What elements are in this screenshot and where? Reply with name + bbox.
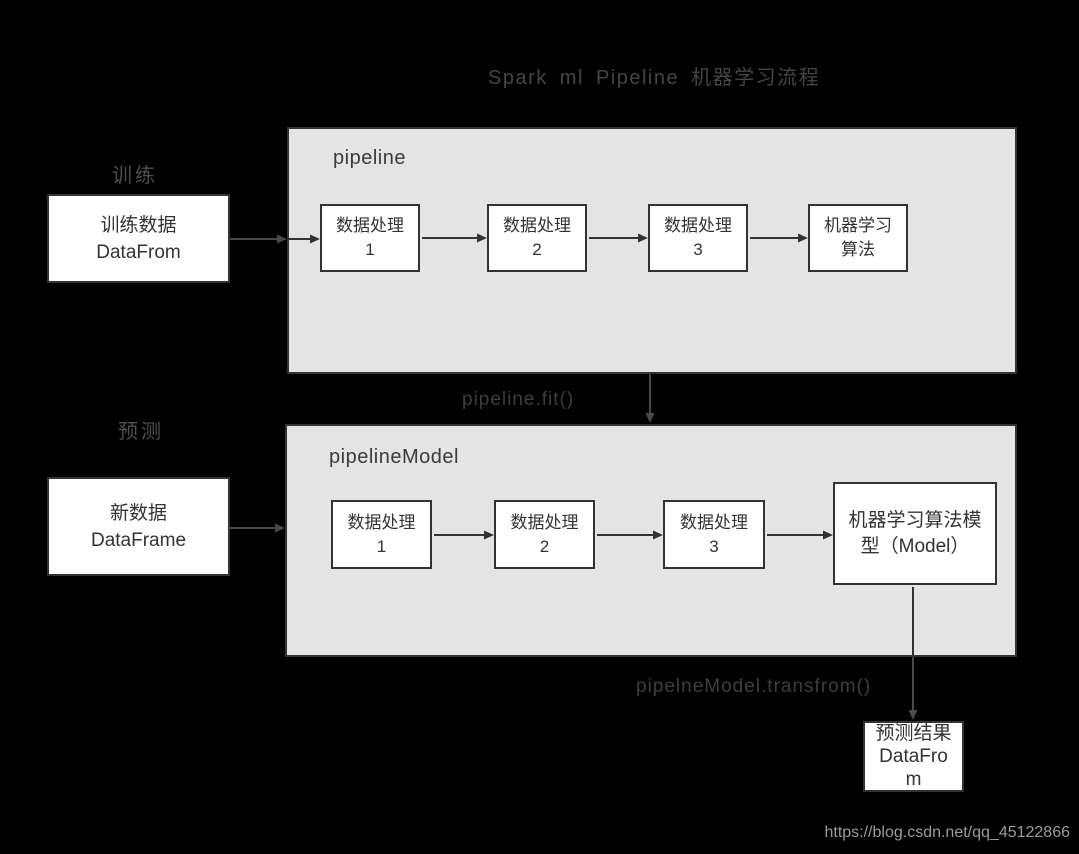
model-stage-3: 数据处理 3 [663,500,765,569]
result-line-1: 预测结果 [875,723,952,744]
stage-line: 机器学习 [824,216,892,235]
stage-line: 1 [365,240,375,259]
predict-input-box: 新数据 DataFrame [47,477,230,576]
stage-line: 数据处理 [347,512,416,532]
model-stage-2: 数据处理 2 [494,500,595,569]
stage-line: 数据处理 [503,216,571,235]
model-line-2: 型（Model） [860,535,970,557]
pipeline-label: pipeline [333,147,406,169]
model-line-1: 机器学习算法模 [848,509,982,531]
pipeline-model-label: pipelineModel [329,446,459,468]
diagram-title: Spark ml Pipeline 机器学习流程 [488,67,821,89]
predict-section-label: 预测 [118,421,164,443]
transform-method-label: pipelneModel.transfrom() [636,676,872,697]
result-line-2: DataFro [879,746,948,767]
stage-line: 数据处理 [336,216,404,235]
stage-line: 1 [376,536,387,556]
stage-line: 算法 [841,240,875,259]
result-line-3: m [905,769,922,790]
pipeline-stage-algorithm: 机器学习 算法 [808,204,908,272]
stage-line: 2 [532,240,542,259]
fit-method-label: pipeline.fit() [462,389,575,410]
train-input-box: 训练数据 DataFrom [47,194,230,283]
train-input-line-2: DataFrom [96,241,181,263]
pipeline-stage-3: 数据处理 3 [648,204,748,272]
train-input-line-1: 训练数据 [100,214,177,236]
pipeline-stage-2: 数据处理 2 [487,204,587,272]
watermark-url: https://blog.csdn.net/qq_45122866 [824,824,1070,841]
model-stage-1: 数据处理 1 [331,500,432,569]
stage-line: 数据处理 [510,512,579,532]
ml-model-box: 机器学习算法模 型（Model） [833,482,997,585]
pipeline-stage-1: 数据处理 1 [320,204,420,272]
stage-line: 数据处理 [664,216,732,235]
train-section-label: 训练 [112,165,158,187]
stage-line: 3 [709,536,719,556]
predict-input-line-1: 新数据 [109,502,167,524]
predict-input-line-2: DataFrame [90,529,187,551]
stage-line: 数据处理 [680,512,748,532]
result-box: 预测结果 DataFro m [863,721,964,792]
stage-line: 2 [539,536,550,556]
stage-line: 3 [693,240,703,259]
